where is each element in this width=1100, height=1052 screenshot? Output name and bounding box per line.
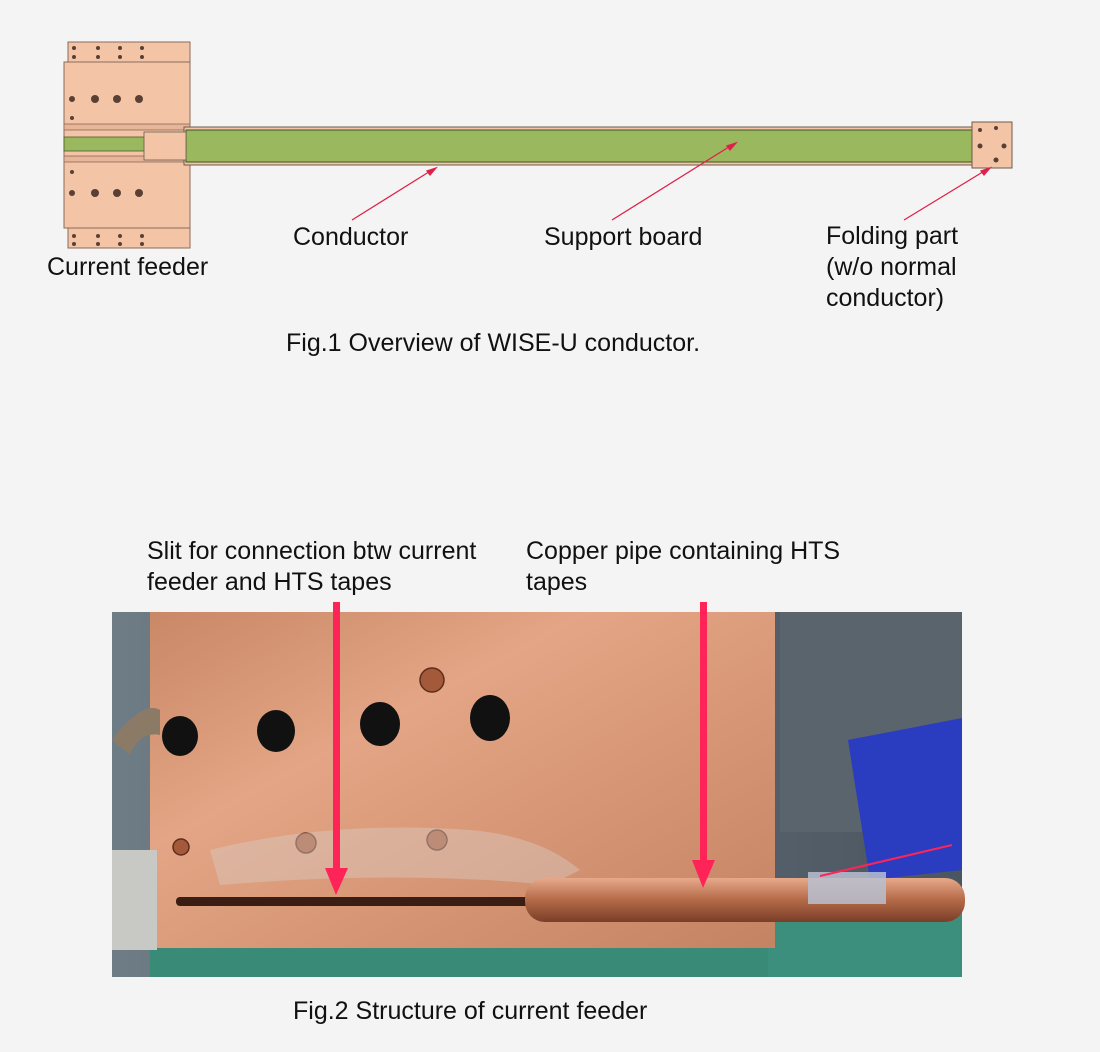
pipe-clamp: [808, 872, 886, 904]
support-board-inner-left: [143, 131, 187, 161]
fig2-caption: Fig.2 Structure of current feeder: [293, 997, 648, 1025]
photo-holes: [162, 695, 510, 756]
solder-smudge: [210, 827, 580, 885]
conductor-label: Conductor: [293, 223, 409, 251]
feeder-bolt-holes: [69, 46, 144, 246]
copper-pipe: [525, 878, 965, 922]
support-board-label: Support board: [544, 223, 703, 251]
slit: [176, 897, 532, 906]
copper-pipe-label: Copper pipe containing HTS tapes: [526, 537, 841, 596]
left-frame: [112, 850, 157, 950]
folding-part-arrow: [903, 169, 987, 221]
pipe-arrow-shaft: [700, 602, 707, 862]
current-feeder-label: Current feeder: [47, 253, 209, 281]
slit-label: Slit for connection btw current feeder a…: [147, 537, 477, 596]
photo-screws: [172, 667, 448, 856]
slit-arrow-shaft: [333, 602, 340, 872]
folding-part-label: Folding part (w/o normal conductor): [826, 222, 959, 312]
support-board: [185, 129, 973, 163]
pipe-arrow-head: [692, 860, 715, 888]
fig1-caption: Fig.1 Overview of WISE-U conductor.: [286, 329, 701, 357]
support-board-arrow: [611, 144, 733, 221]
left-bracket: [112, 708, 160, 755]
folding-part-holes: [977, 126, 1007, 163]
fig1-arrows: [351, 141, 993, 221]
conductor-arrow: [351, 169, 433, 221]
fig2-arrows: [325, 602, 953, 895]
clamp-pointer: [819, 844, 953, 877]
blue-box: [848, 718, 962, 880]
slit-arrow-head: [325, 868, 348, 895]
